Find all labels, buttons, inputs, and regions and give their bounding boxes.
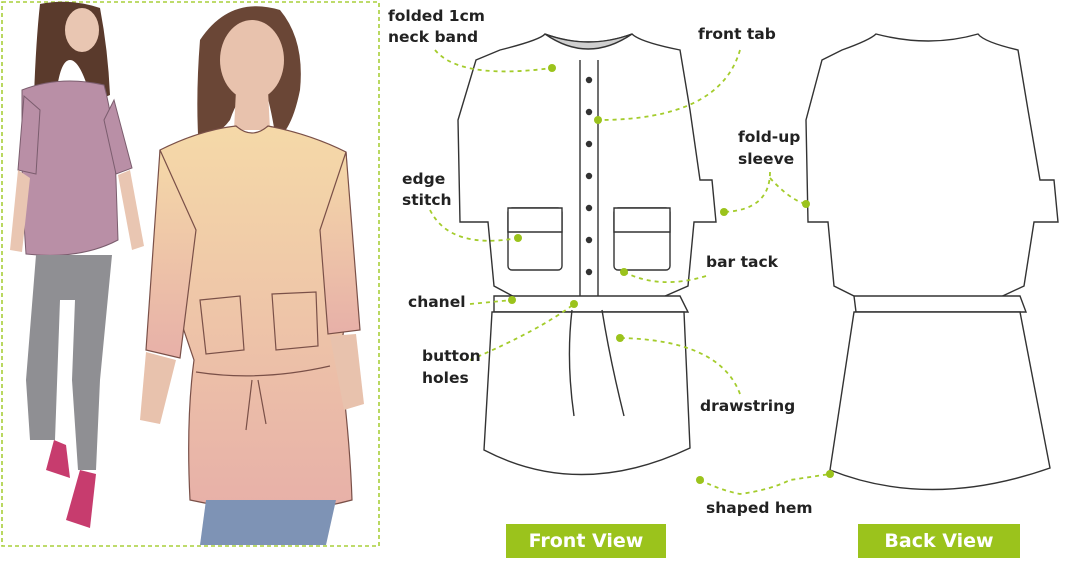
label-button-line1: button	[422, 347, 481, 365]
label-edge-line2: stitch	[402, 191, 452, 209]
label-edge-line1: edge	[402, 170, 446, 188]
leader-lines	[429, 49, 831, 495]
label-bar-tack: bar tack	[706, 253, 778, 271]
model-figure-front	[140, 6, 364, 545]
label-neck-band-line2: neck band	[388, 28, 479, 46]
back-view-drawing	[805, 33, 1059, 491]
leader-dots	[508, 64, 834, 484]
model-figure-back	[10, 1, 144, 528]
label-shaped-hem: shaped hem	[706, 499, 813, 517]
front-view-badge: Front View	[506, 524, 666, 558]
label-button-line2: holes	[422, 369, 469, 387]
back-view-badge: Back View	[858, 524, 1020, 558]
front-view-drawing	[457, 33, 717, 476]
label-front-tab: front tab	[698, 25, 776, 43]
label-fold-up-line2: sleeve	[738, 150, 795, 168]
label-fold-up-line1: fold-up	[738, 128, 801, 146]
label-neck-band-line1: folded 1cm	[388, 7, 485, 25]
label-chanel: chanel	[408, 293, 466, 311]
label-drawstring: drawstring	[700, 397, 796, 415]
